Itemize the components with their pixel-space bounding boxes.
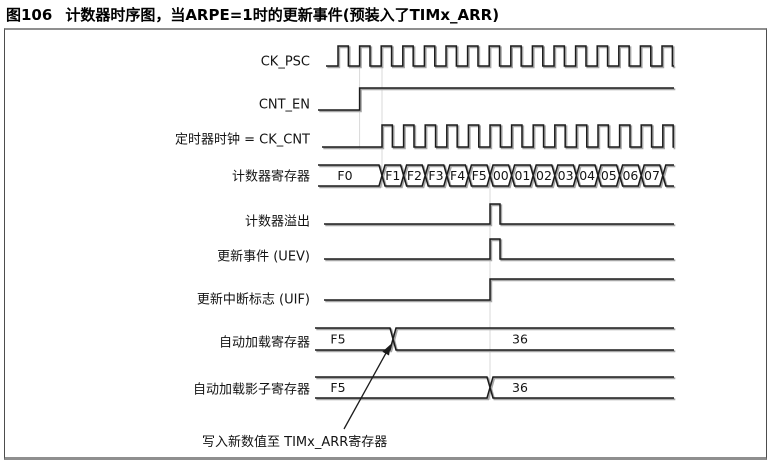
signal-label-counter-register: 计数器寄存器 [231, 169, 310, 185]
signal-label-auto-reload-shadow-register: 自动加载影子寄存器 [192, 382, 310, 398]
svg-text:07: 07 [644, 168, 660, 183]
svg-text:36: 36 [512, 332, 528, 347]
svg-text:01: 01 [514, 168, 530, 183]
svg-text:F4: F4 [450, 168, 465, 183]
signal-counter-register: F0 F1 F2 F3 F4 F5 00 01 02 03 04 05 06 07 [318, 164, 676, 189]
svg-text:05: 05 [601, 168, 617, 183]
svg-text:00: 00 [493, 168, 509, 183]
signal-label-ck-psc: CK_PSC [260, 54, 310, 70]
arrow-annotation-text: 写入新数值至 TIMx_ARR寄存器 [202, 435, 388, 450]
svg-text:F3: F3 [428, 168, 443, 183]
figure-title: 图106 计数器时序图，当ARPE=1时的更新事件(预装入了TIMx_ARR) [6, 4, 499, 25]
annotation-arrow [343, 344, 391, 430]
svg-text:F5: F5 [330, 332, 345, 347]
svg-text:F2: F2 [407, 168, 422, 183]
signal-cnt-en [318, 87, 676, 113]
svg-text:03: 03 [558, 168, 574, 183]
figure-number: 图106 [6, 6, 53, 24]
signal-ck-cnt [322, 124, 676, 150]
figure-caption: 计数器时序图，当ARPE=1时的更新事件(预装入了TIMx_ARR) [65, 6, 500, 24]
svg-text:04: 04 [579, 168, 595, 183]
svg-text:F5: F5 [330, 380, 345, 395]
svg-text:36: 36 [512, 380, 528, 395]
svg-text:F1: F1 [385, 168, 400, 183]
signal-auto-reload-shadow-register: F5 36 [315, 376, 676, 401]
svg-text:F0: F0 [337, 168, 352, 183]
signal-label-auto-reload-register: 自动加载寄存器 [218, 335, 310, 351]
signal-update-event-uev [324, 238, 676, 262]
svg-text:06: 06 [622, 168, 638, 183]
signal-label-counter-overflow: 计数器溢出 [244, 214, 310, 230]
signal-auto-reload-register: F5 36 [315, 327, 676, 353]
signal-label-ck-cnt: 定时器时钟 = CK_CNT [174, 132, 310, 148]
signal-ck-psc [326, 45, 676, 69]
signal-update-interrupt-flag-uif [324, 278, 676, 303]
svg-text:02: 02 [536, 168, 552, 183]
signal-counter-overflow [324, 203, 676, 227]
signal-label-cnt-en: CNT_EN [258, 97, 310, 113]
signal-label-update-event-uev: 更新事件 (UEV) [217, 249, 310, 265]
diagram-frame [4, 28, 767, 460]
svg-text:F5: F5 [472, 168, 487, 183]
signal-label-update-interrupt-flag-uif: 更新中断标志 (UIF) [196, 292, 310, 308]
